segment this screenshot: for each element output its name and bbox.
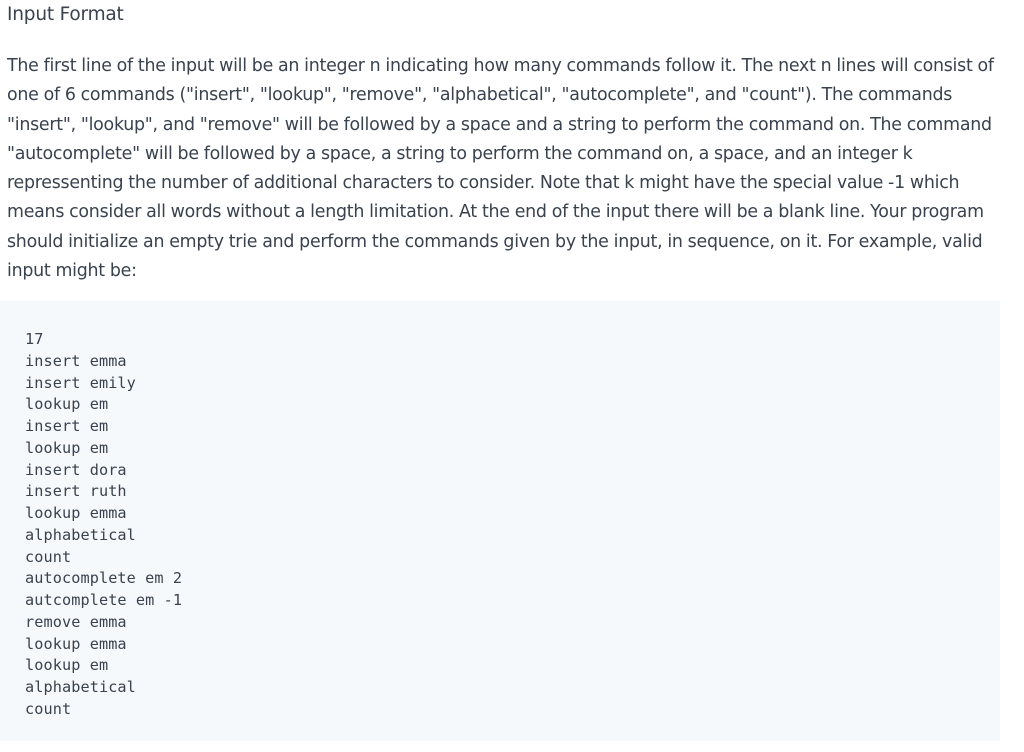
code-line: count (25, 699, 72, 718)
code-line: autcomplete em -1 (25, 591, 183, 609)
code-line: remove emma (25, 612, 127, 631)
code-line: lookup em (25, 395, 109, 414)
code-line: alphabetical (25, 525, 136, 544)
sample-input-code-block: 17 insert emma insert emily lookup em in… (0, 301, 1000, 741)
code-line: count (25, 547, 72, 566)
code-line: insert em (25, 417, 109, 435)
code-line: insert dora (25, 460, 127, 479)
code-line: insert emily (25, 373, 136, 392)
code-line: alphabetical (25, 678, 136, 696)
code-line: lookup emma (25, 504, 127, 522)
code-line: insert emma (25, 351, 127, 370)
code-line: insert ruth (25, 482, 127, 501)
code-line: lookup em (25, 438, 109, 457)
code-line: lookup em (25, 656, 109, 675)
input-format-section: Input Format The first line of the input… (7, 0, 1007, 286)
code-line: lookup emma (25, 634, 127, 653)
section-heading: Input Format (7, 4, 124, 25)
code-line: 17 (25, 330, 44, 348)
code-line: autocomplete em 2 (25, 569, 183, 588)
section-description: The first line of the input will be an i… (7, 56, 994, 282)
